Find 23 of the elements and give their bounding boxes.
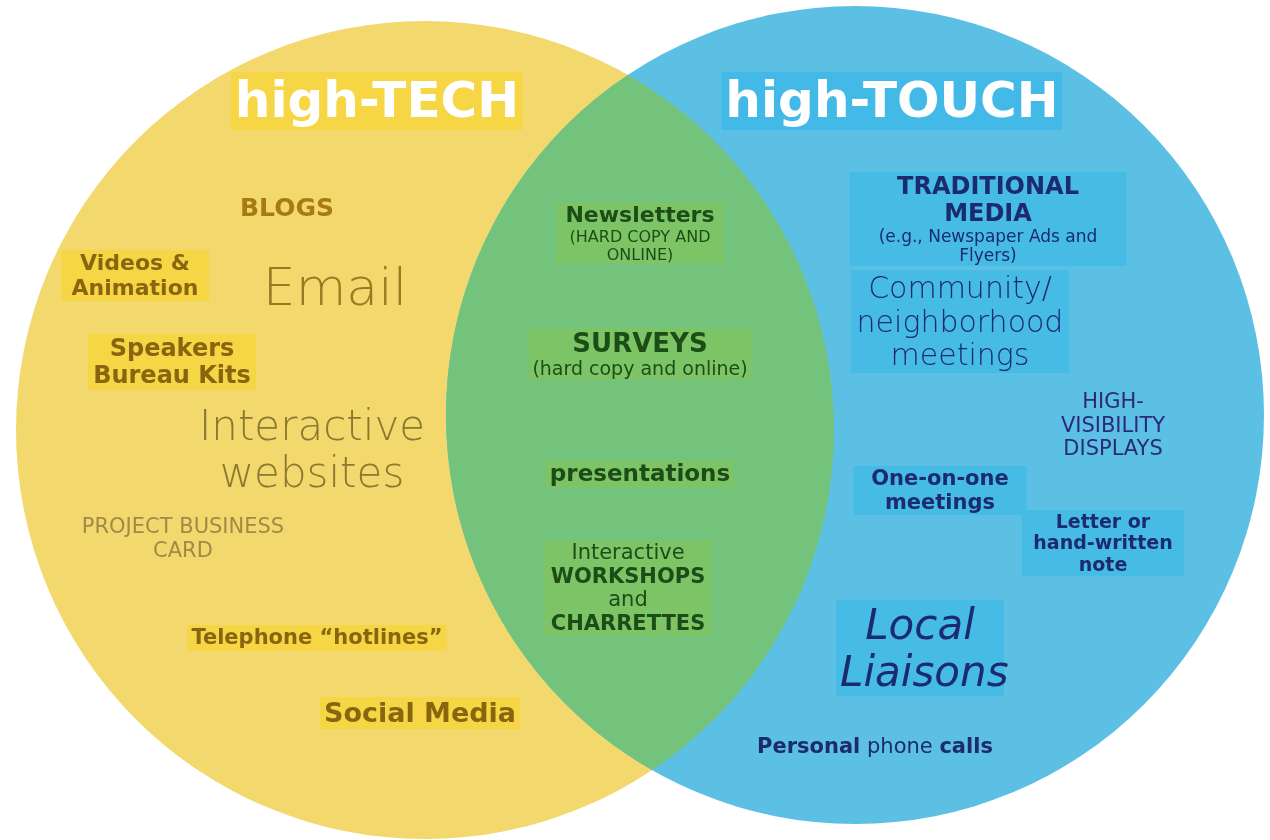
item-heading: TRADITIONAL MEDIA — [896, 173, 1080, 227]
item-note: (HARD COPY AND ONLINE) — [568, 227, 712, 264]
highlighted-label: Social Media — [319, 697, 521, 730]
highlighted-label: Letter or hand-written note — [1022, 510, 1184, 576]
item-heading: SURVEYS — [571, 329, 709, 359]
venn-label: HIGH-VISIBILITY DISPLAYS — [1037, 390, 1189, 461]
item-note: (e.g., Newspaper Ads and Flyers) — [877, 226, 1099, 265]
circle-heading: high-TOUCH — [721, 72, 1063, 130]
venn-label: Email — [262, 258, 408, 317]
highlighted-label: Community/ neighborhood meetings — [851, 270, 1069, 373]
highlighted-label: presentations — [545, 460, 735, 488]
highlighted-label: Videos & Animation — [61, 250, 209, 302]
venn-label: PROJECT BUSINESS CARD — [73, 515, 293, 563]
venn-label: BLOGS — [240, 194, 334, 222]
highlighted-label: Speakers Bureau Kits — [88, 334, 256, 390]
highlighted-label: One-on-one meetings — [853, 466, 1027, 516]
venn-label: Interactive websites — [182, 402, 442, 497]
highlighted-label: Telephone “hotlines” — [187, 625, 447, 651]
venn-label: Personal phone calls — [757, 735, 993, 759]
item-note: (hard copy and online) — [532, 358, 748, 380]
highlighted-label: Interactive WORKSHOPS and CHARRETTES — [544, 540, 712, 637]
circle-heading: high-TECH — [230, 72, 524, 130]
item-heading: Newsletters — [564, 203, 716, 228]
